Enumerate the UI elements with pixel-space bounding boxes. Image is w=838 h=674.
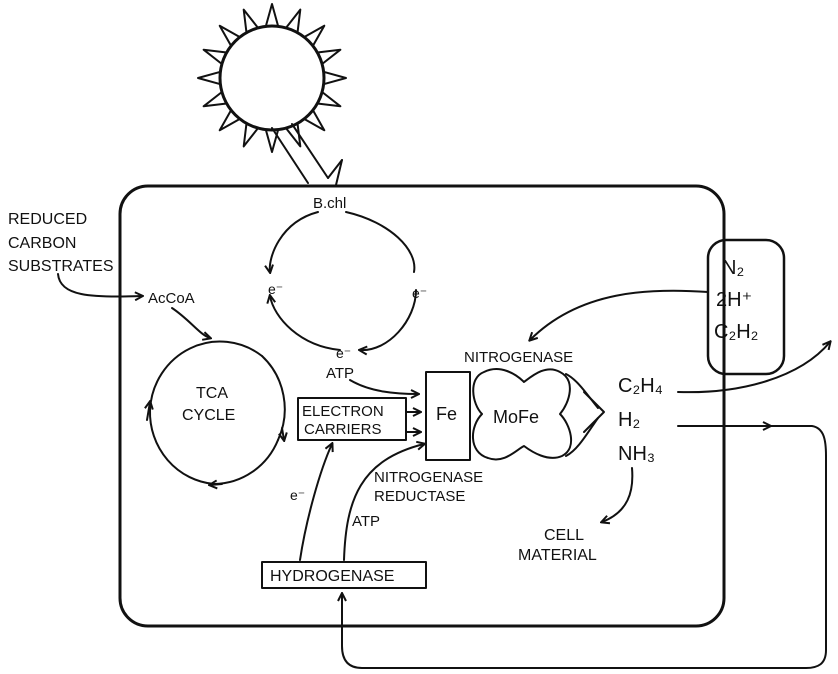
tca-label-line2: CYCLE (182, 407, 235, 424)
accoa-label: AcCoA (148, 290, 195, 307)
electron-label-right: e⁻ (412, 285, 427, 301)
sun-ray (266, 4, 278, 26)
hydrogenase-electron-label: e⁻ (290, 487, 305, 503)
ammonia-to-cell-material-arrow (602, 468, 632, 522)
substrates-to-nitrogenase-arrow (530, 291, 708, 340)
hydrogenase-atp-label: ATP (352, 513, 380, 530)
sun-ray (304, 110, 324, 130)
nitrogenase-reductase-line2: REDUCTASE (374, 488, 465, 505)
sun-ray (324, 72, 346, 84)
reduced-carbon-line3: SUBSTRATES (8, 258, 114, 275)
mofe-label: MoFe (493, 407, 539, 427)
reduced-carbon-line1: REDUCED (8, 211, 87, 228)
sun-ray (304, 26, 324, 46)
hydrogenase-label: HYDROGENASE (270, 568, 394, 585)
cell-material-line2: MATERIAL (518, 547, 597, 564)
nitrogenase-reductase-line1: NITROGENASE (374, 469, 483, 486)
bchl-label: B.chl (313, 195, 346, 212)
product-h2: H₂ (618, 409, 640, 431)
sun-ray (198, 72, 220, 84)
electron-carriers-line2: CARRIERS (304, 421, 382, 438)
light-beam (272, 124, 342, 185)
cell-material-line1: CELL (544, 527, 584, 544)
product-nh3: NH₃ (618, 443, 655, 465)
substrate-c2h2: C₂H₂ (714, 321, 758, 343)
sun-ray (220, 26, 240, 46)
substrate-2h: 2H⁺ (716, 289, 752, 311)
reduced-carbon-line2: CARBON (8, 235, 76, 252)
tca-label-line1: TCA (196, 385, 228, 402)
electron-label-left: e⁻ (268, 281, 283, 297)
ethylene-out-arrow (678, 342, 830, 392)
nitrogenase-label: NITROGENASE (464, 349, 573, 366)
electron-label-bottom: e⁻ (336, 345, 351, 361)
sun-ray (220, 110, 240, 130)
accoa-to-tca-arrow (172, 308, 210, 338)
product-c2h4: C₂H₄ (618, 375, 663, 397)
bchl-cycle (270, 212, 416, 350)
carbon-input-arrow (58, 274, 142, 297)
substrate-n2: N₂ (722, 257, 744, 279)
fe-label: Fe (436, 404, 457, 424)
cell-outline (120, 186, 724, 626)
electron-carriers-line1: ELECTRON (302, 403, 384, 420)
